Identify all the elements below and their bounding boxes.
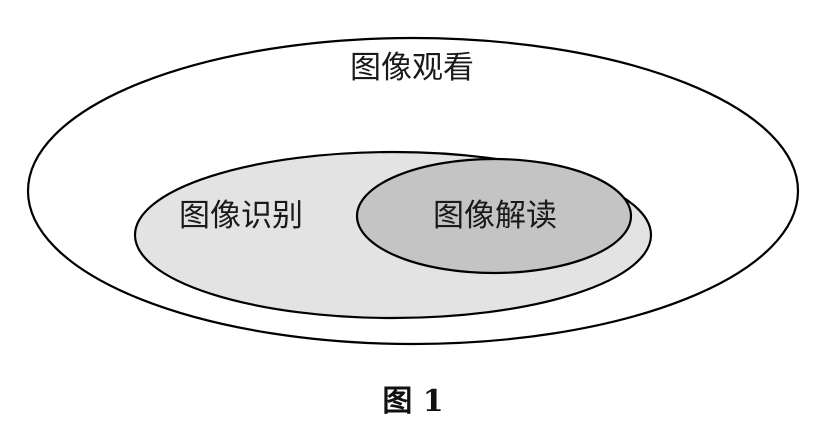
figure-caption: 图 1 xyxy=(382,384,443,419)
outer-label: 图像观看 xyxy=(350,50,474,86)
inner-label: 图像解读 xyxy=(433,198,557,234)
middle-label: 图像识别 xyxy=(179,198,303,234)
inner-ellipse-image-interpretation xyxy=(355,157,633,275)
